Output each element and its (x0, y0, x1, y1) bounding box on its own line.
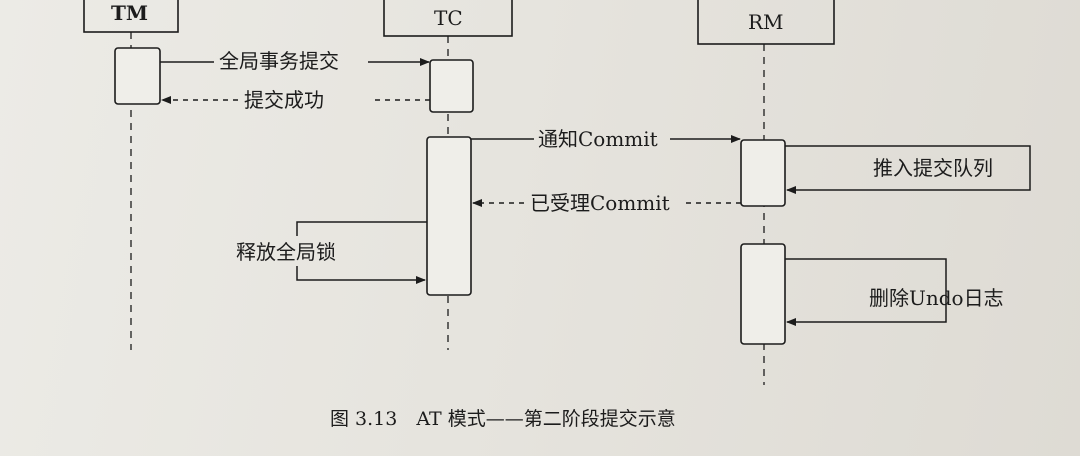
arrow-m7 (785, 258, 947, 326)
message-label-m5: 释放全局锁 (236, 240, 336, 264)
message-label-m7: 删除Undo日志 (869, 286, 1004, 310)
activation-tc-2 (426, 136, 472, 296)
activation-tc-1 (429, 59, 474, 113)
message-label-m3: 通知Commit (538, 127, 658, 151)
activation-tm (114, 47, 161, 105)
activation-rm-1 (740, 139, 786, 207)
participant-label-tm: TM (111, 1, 149, 25)
participant-label-tc: TC (434, 6, 463, 30)
activation-rm-2 (740, 243, 786, 345)
arrow-m5 (296, 266, 426, 284)
figure-caption: 图 3.13 AT 模式——第二阶段提交示意 (330, 408, 676, 430)
participant-label-rm: RM (748, 10, 784, 34)
message-label-m1: 全局事务提交 (219, 49, 339, 73)
message-label-m6: 推入提交队列 (873, 156, 993, 180)
participant-box-rm (697, 0, 835, 45)
message-label-m4: 已受理Commit (530, 191, 670, 215)
message-label-m2: 提交成功 (244, 88, 324, 112)
arrow-m6 (785, 145, 1031, 194)
